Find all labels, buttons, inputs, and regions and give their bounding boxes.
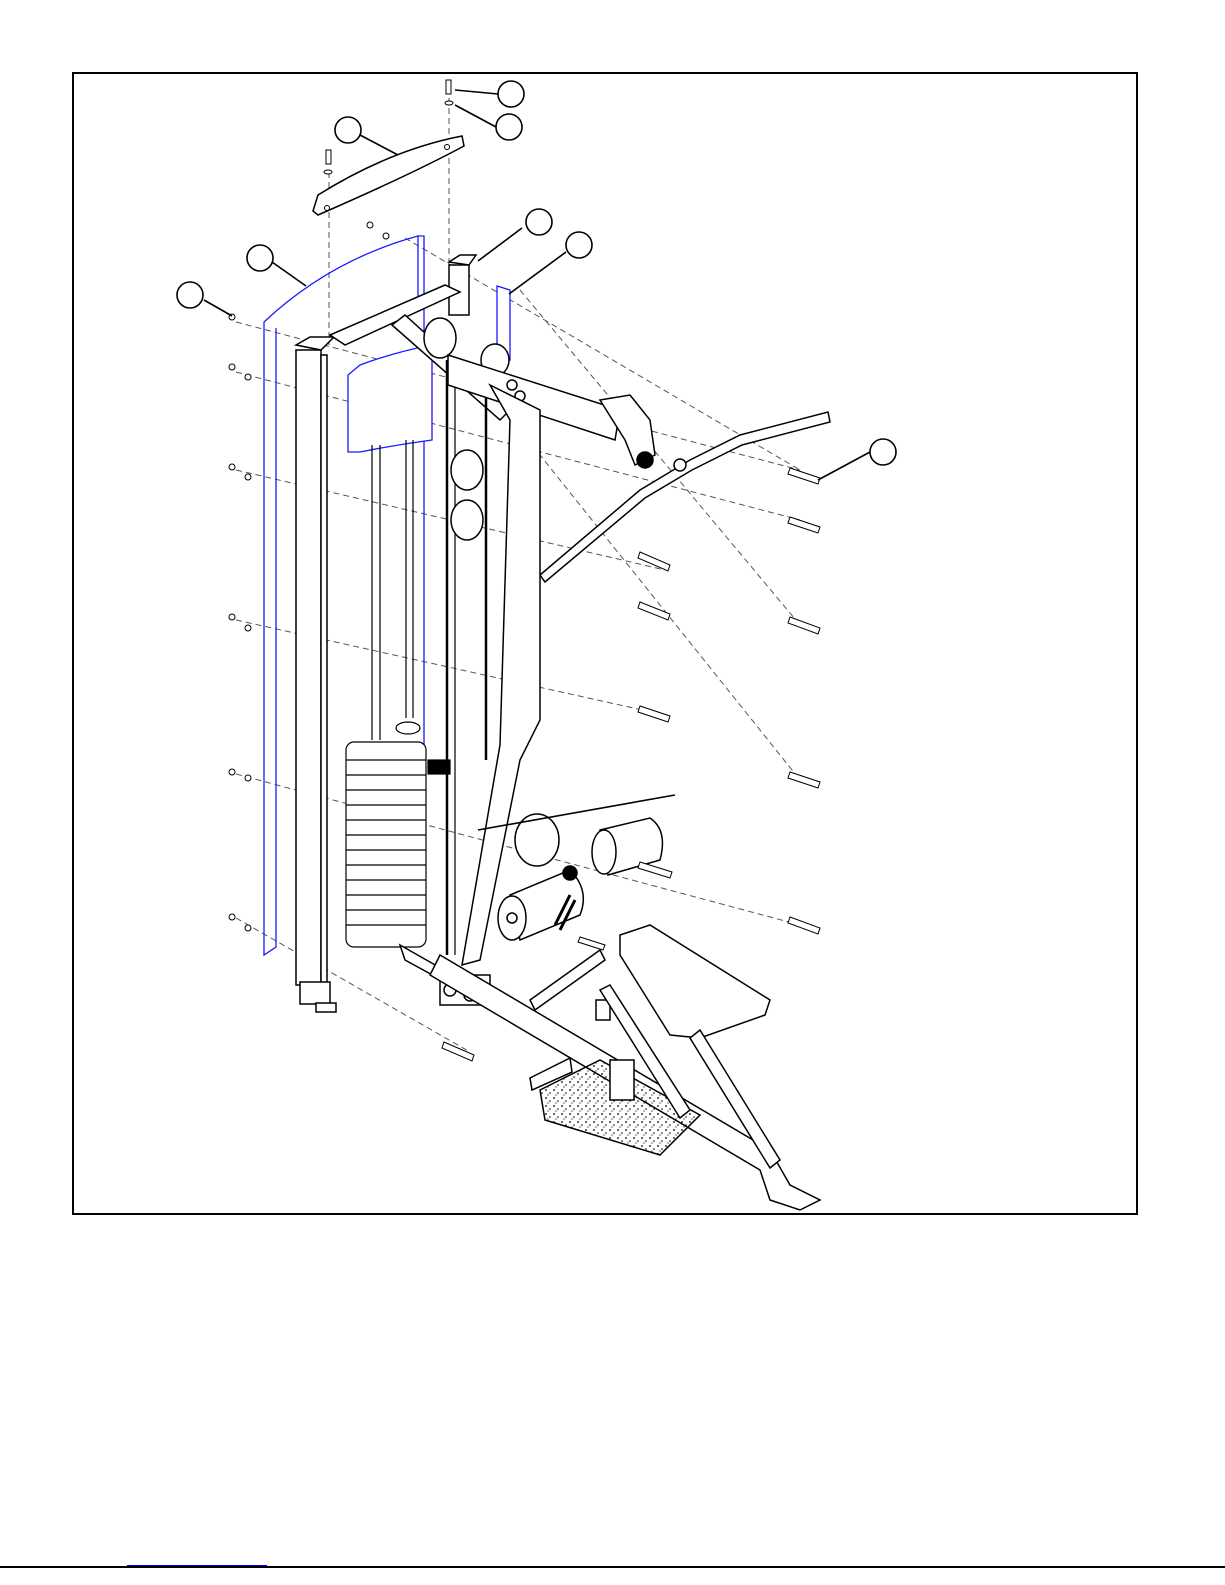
lat-pulldown-arm <box>448 355 655 468</box>
callout-nut-left <box>177 282 203 308</box>
callout-bolt-right <box>870 439 896 465</box>
weight-stack <box>346 722 450 947</box>
callout-washer-top <box>496 114 522 140</box>
callout-top-shroud <box>335 117 361 143</box>
callout-frame-cap <box>526 209 552 235</box>
lat-bar <box>540 412 830 582</box>
footer-rule <box>0 1566 1225 1568</box>
callout-side-shroud-right <box>566 232 592 258</box>
callout-screw-top <box>498 81 524 107</box>
callout-side-shroud-left <box>247 245 273 271</box>
footer-link[interactable] <box>127 1551 267 1566</box>
side-shroud-middle <box>348 345 432 452</box>
seat-and-base <box>400 925 820 1210</box>
top-shroud <box>313 136 464 215</box>
